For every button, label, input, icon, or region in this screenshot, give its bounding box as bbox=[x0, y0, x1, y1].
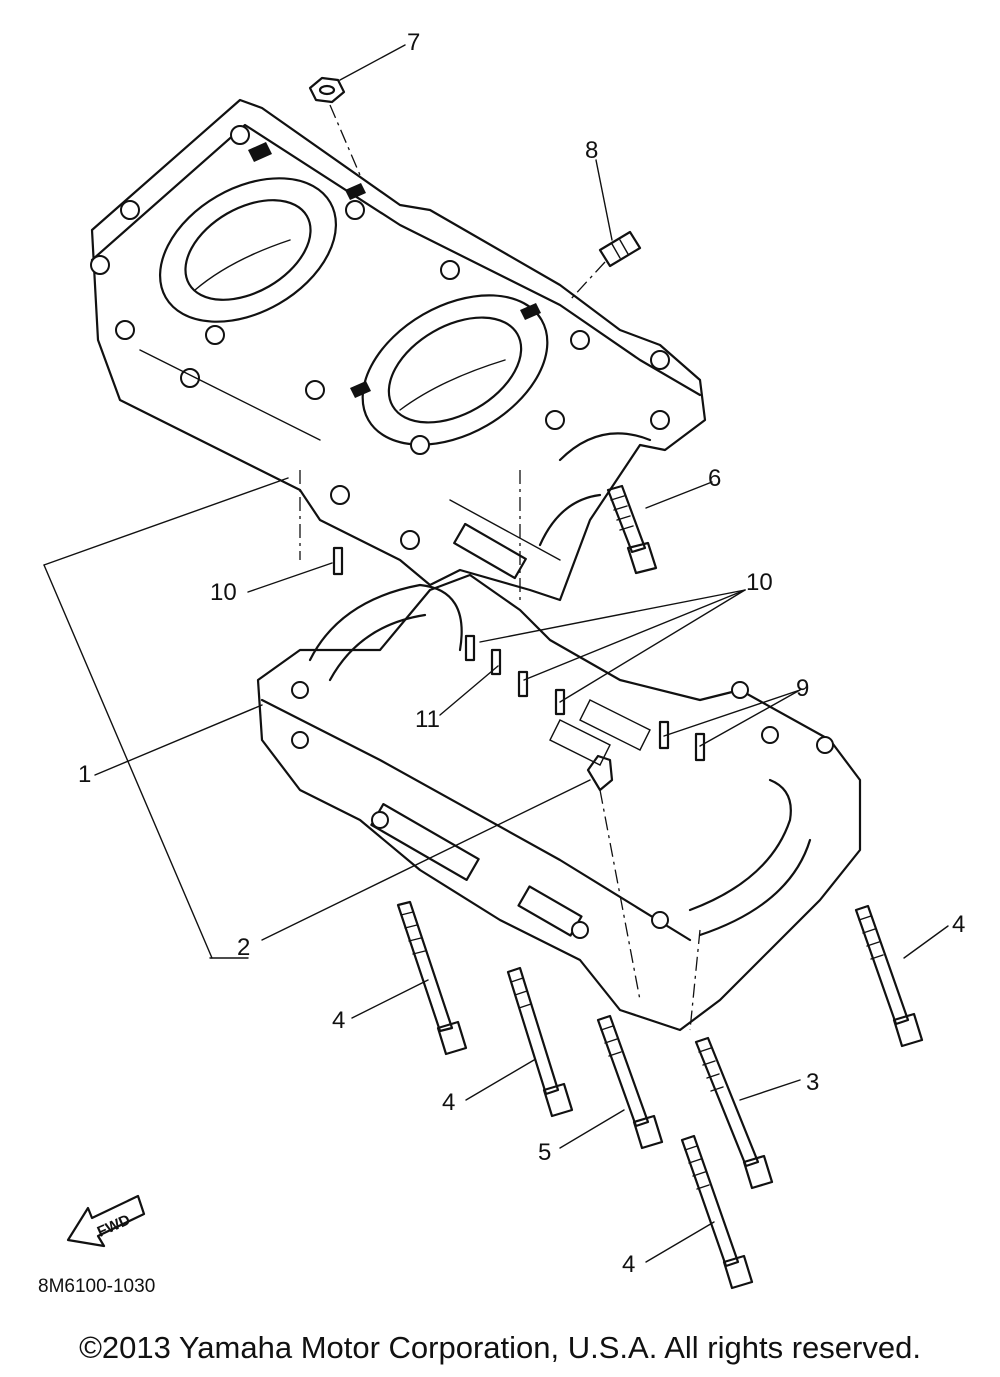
callout-9: 9 bbox=[796, 675, 809, 702]
callout-8: 8 bbox=[585, 137, 598, 164]
fwd-arrow-icon: FWD bbox=[66, 1194, 146, 1248]
copyright-notice: ©2013 Yamaha Motor Corporation, U.S.A. A… bbox=[79, 1330, 921, 1365]
dowel-pins-part-10 bbox=[332, 546, 566, 716]
fitting-part-8 bbox=[569, 230, 642, 301]
callout-2: 2 bbox=[237, 934, 250, 961]
callout-4-left: 4 bbox=[332, 1007, 345, 1034]
callout-3: 3 bbox=[806, 1069, 819, 1096]
callout-10-left: 10 bbox=[210, 579, 237, 606]
lower-bolts bbox=[396, 900, 924, 1290]
fwd-label: FWD bbox=[95, 1211, 133, 1240]
dowel-pins-part-9 bbox=[658, 720, 706, 762]
leader-lines bbox=[43, 44, 949, 1263]
lower-crankcase bbox=[256, 573, 862, 1032]
callout-numbers: 7 8 6 10 10 11 9 1 2 4 4 4 5 3 4 bbox=[78, 29, 965, 1278]
callout-4-bottom: 4 bbox=[622, 1251, 635, 1278]
bolt-part-6 bbox=[606, 484, 658, 575]
callout-10-right: 10 bbox=[746, 569, 773, 596]
callout-4-right: 4 bbox=[952, 911, 965, 938]
nut-part-7 bbox=[308, 76, 361, 176]
diagram-code: 8M6100-1030 bbox=[38, 1276, 155, 1297]
callout-6: 6 bbox=[708, 465, 721, 492]
callout-1: 1 bbox=[78, 761, 91, 788]
callout-4-middle: 4 bbox=[442, 1089, 455, 1116]
upper-crankcase bbox=[90, 98, 707, 602]
callout-5: 5 bbox=[538, 1139, 551, 1166]
callout-7: 7 bbox=[407, 29, 420, 56]
callout-11: 11 bbox=[415, 706, 440, 733]
